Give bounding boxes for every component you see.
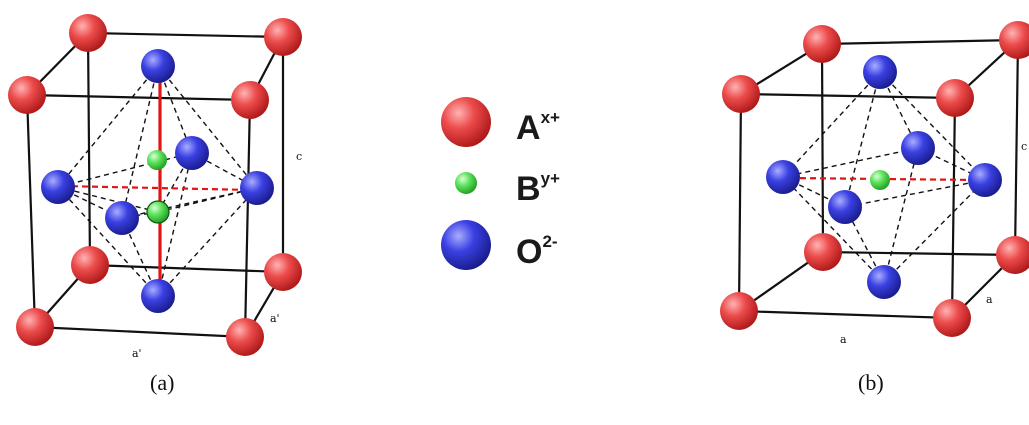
b-site-cation xyxy=(870,170,890,190)
a-site-cation xyxy=(69,14,107,52)
legend: Ax+ By+ O2- xyxy=(441,97,560,271)
legend-a-swatch xyxy=(441,97,491,147)
a-site-cation xyxy=(226,318,264,356)
unit-cell-edges-a xyxy=(25,31,285,339)
equatorial-axis-a xyxy=(61,184,253,192)
a-site-cation xyxy=(933,299,971,337)
oxygen-anion xyxy=(175,136,209,170)
atoms-b xyxy=(720,21,1029,337)
a-site-cation xyxy=(722,75,760,113)
oxygen-anion xyxy=(901,131,935,165)
caption-panel-a: (a) xyxy=(150,370,175,395)
legend-o-swatch xyxy=(441,220,491,270)
oxygen-anion xyxy=(141,49,175,83)
legend-b-swatch xyxy=(455,172,477,194)
a-site-cation xyxy=(996,236,1029,274)
unit-cell-panel-a: c a' a' xyxy=(8,14,302,360)
a-site-cation xyxy=(264,18,302,56)
oxygen-anion xyxy=(863,55,897,89)
a-site-cation xyxy=(804,233,842,271)
oxygen-anion xyxy=(105,201,139,235)
edge-label-c-b: c xyxy=(1021,140,1027,153)
a-site-cation xyxy=(16,308,54,346)
a-site-cation xyxy=(803,25,841,63)
a-site-cation xyxy=(8,76,46,114)
legend-o-label: O2- xyxy=(516,232,558,271)
a-site-cation xyxy=(999,21,1029,59)
a-site-cation xyxy=(231,81,269,119)
b-site-cation xyxy=(146,200,170,224)
edge-label-a-bottom-a: a' xyxy=(132,347,142,360)
oxygen-anion xyxy=(240,171,274,205)
unit-cell-panel-b: c a a xyxy=(720,21,1029,346)
caption-panel-b: (b) xyxy=(858,370,884,395)
oxygen-anion xyxy=(141,279,175,313)
atoms-a xyxy=(8,14,302,356)
edge-label-a-side-b: a xyxy=(986,293,993,306)
oxygen-anion xyxy=(41,170,75,204)
edge-label-a-side-a: a' xyxy=(270,312,280,325)
oxygen-anion xyxy=(766,160,800,194)
oxygen-anion xyxy=(867,265,901,299)
a-site-cation xyxy=(71,246,109,284)
edge-label-c-a: c xyxy=(296,150,302,163)
a-site-cation xyxy=(264,253,302,291)
a-site-cation xyxy=(936,79,974,117)
legend-a-label: Ax+ xyxy=(516,108,560,147)
oxygen-anion xyxy=(968,163,1002,197)
legend-b-label: By+ xyxy=(516,169,560,208)
edge-label-a-bottom-b: a xyxy=(840,333,847,346)
b-site-cation xyxy=(147,150,167,170)
a-site-cation xyxy=(720,292,758,330)
oxygen-anion xyxy=(828,190,862,224)
